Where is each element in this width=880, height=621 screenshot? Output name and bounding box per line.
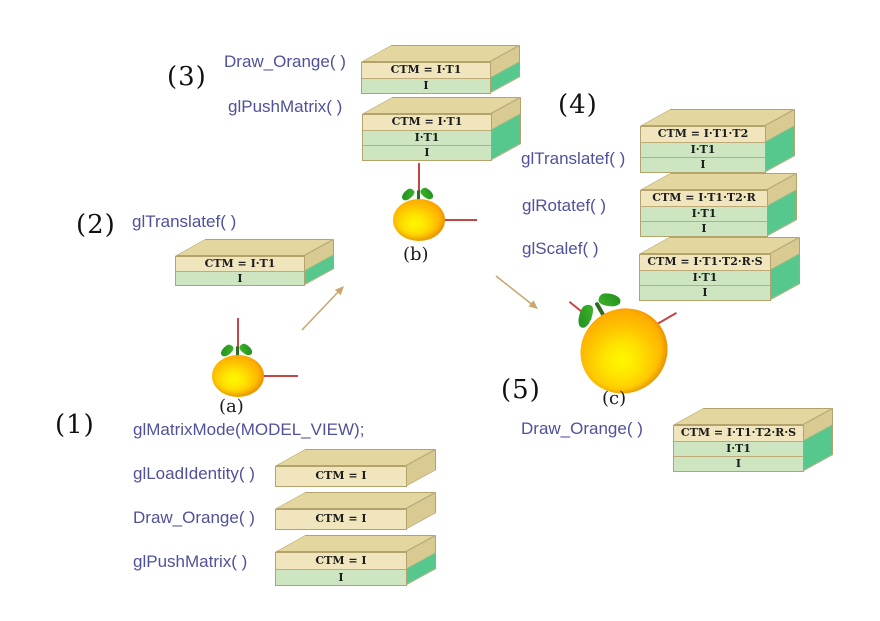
axis-x-orange-a [264, 375, 298, 377]
stack-front-face: CTM = I·T1·T2·R I·T1 I [640, 190, 768, 237]
code-draw-orange-5: Draw_Orange( ) [521, 419, 643, 438]
ctm-stack-4a: CTM = I·T1·T2 I·T1 I [640, 109, 795, 173]
section-2-number: (2) [76, 210, 116, 240]
stack-layer: CTM = I·T1·T2 [641, 127, 765, 142]
orange-fruit [393, 199, 445, 241]
code-scale-4: glScalef( ) [522, 239, 599, 258]
orange-fruit [212, 355, 264, 397]
stack-layer: I [641, 157, 765, 172]
stack-layer: I [176, 271, 304, 285]
stack-layer: CTM = I [276, 553, 406, 569]
stack-layer: I [363, 145, 491, 160]
section-3-number: (3) [167, 62, 207, 92]
code-translate-2: glTranslatef( ) [132, 212, 237, 231]
stack-front-face: CTM = I [275, 509, 407, 530]
stack-front-face: CTM = I·T1·T2 I·T1 I [640, 126, 766, 173]
axis-x-orange-b [444, 219, 477, 221]
stack-layer: I [276, 569, 406, 585]
stack-layer: I·T1 [674, 441, 803, 456]
stack-front-face: CTM = I·T1 I [175, 256, 305, 286]
ctm-stack-1b: CTM = I [275, 492, 436, 530]
stack-layer: I [362, 78, 490, 93]
axis-y-orange-b [418, 163, 420, 197]
code-draw-orange-1: Draw_Orange( ) [133, 508, 255, 527]
fig-label-a: (a) [219, 396, 244, 417]
code-matrix-mode: glMatrixMode(MODEL_VIEW); [133, 420, 365, 439]
ctm-stack-1c: CTM = I I [275, 535, 436, 586]
stack-layer: CTM = I·T1·T2·R·S [674, 426, 803, 441]
ctm-stack-5: CTM = I·T1·T2·R·S I·T1 I [673, 408, 833, 472]
stack-layer: I·T1 [641, 142, 765, 157]
leaf-icon [598, 293, 621, 307]
code-load-identity: glLoadIdentity( ) [133, 464, 255, 483]
ctm-stack-4b: CTM = I·T1·T2·R I·T1 I [640, 173, 797, 237]
stack-layer: CTM = I [276, 510, 406, 529]
stack-layer: I [641, 221, 767, 236]
ctm-stack-2: CTM = I·T1 I [175, 239, 334, 286]
stack-layer: I·T1 [363, 130, 491, 145]
stack-layer: CTM = I·T1 [362, 63, 490, 78]
ctm-stack-3b: CTM = I·T1 I·T1 I [362, 97, 521, 161]
fig-label-c: (c) [602, 388, 627, 409]
stack-layer: I [674, 456, 803, 471]
stack-front-face: CTM = I·T1·T2·R·S I·T1 I [639, 254, 771, 301]
section-4-number: (4) [558, 90, 598, 120]
code-push-matrix-1: glPushMatrix( ) [133, 552, 248, 571]
axis-y-orange-a [237, 318, 239, 354]
code-translate-4: glTranslatef( ) [521, 149, 626, 168]
stack-layer: I·T1 [641, 206, 767, 221]
stack-front-face: CTM = I·T1 I [361, 62, 491, 94]
section-5-number: (5) [501, 375, 541, 405]
ctm-stack-4c: CTM = I·T1·T2·R·S I·T1 I [639, 237, 800, 301]
stack-layer: CTM = I·T1·T2·R [641, 191, 767, 206]
stack-front-face: CTM = I·T1·T2·R·S I·T1 I [673, 425, 804, 472]
code-rotate-4: glRotatef( ) [522, 196, 607, 215]
stack-front-face: CTM = I I [275, 552, 407, 586]
ctm-stack-1a: CTM = I [275, 449, 436, 487]
stack-layer: CTM = I [276, 467, 406, 486]
stack-front-face: CTM = I·T1 I·T1 I [362, 114, 492, 161]
orange-a [212, 340, 264, 398]
stack-front-face: CTM = I [275, 466, 407, 487]
ctm-stack-3a: CTM = I·T1 I [361, 45, 520, 94]
arrow-a-to-b-icon [301, 286, 344, 331]
stack-layer: I·T1 [640, 270, 770, 285]
code-draw-orange-3: Draw_Orange( ) [224, 52, 346, 71]
stack-layer: CTM = I·T1 [363, 115, 491, 130]
stack-layer: CTM = I·T1·T2·R·S [640, 255, 770, 270]
fig-label-b: (b) [403, 244, 429, 265]
section-1-number: (1) [55, 410, 95, 440]
arrow-b-to-c-icon [495, 275, 538, 309]
orange-b [393, 184, 445, 242]
stem-icon [417, 190, 420, 201]
stem-icon [236, 346, 239, 357]
stack-layer: I [640, 285, 770, 300]
code-push-matrix-3: glPushMatrix( ) [228, 97, 343, 116]
stack-layer: CTM = I·T1 [176, 257, 304, 271]
